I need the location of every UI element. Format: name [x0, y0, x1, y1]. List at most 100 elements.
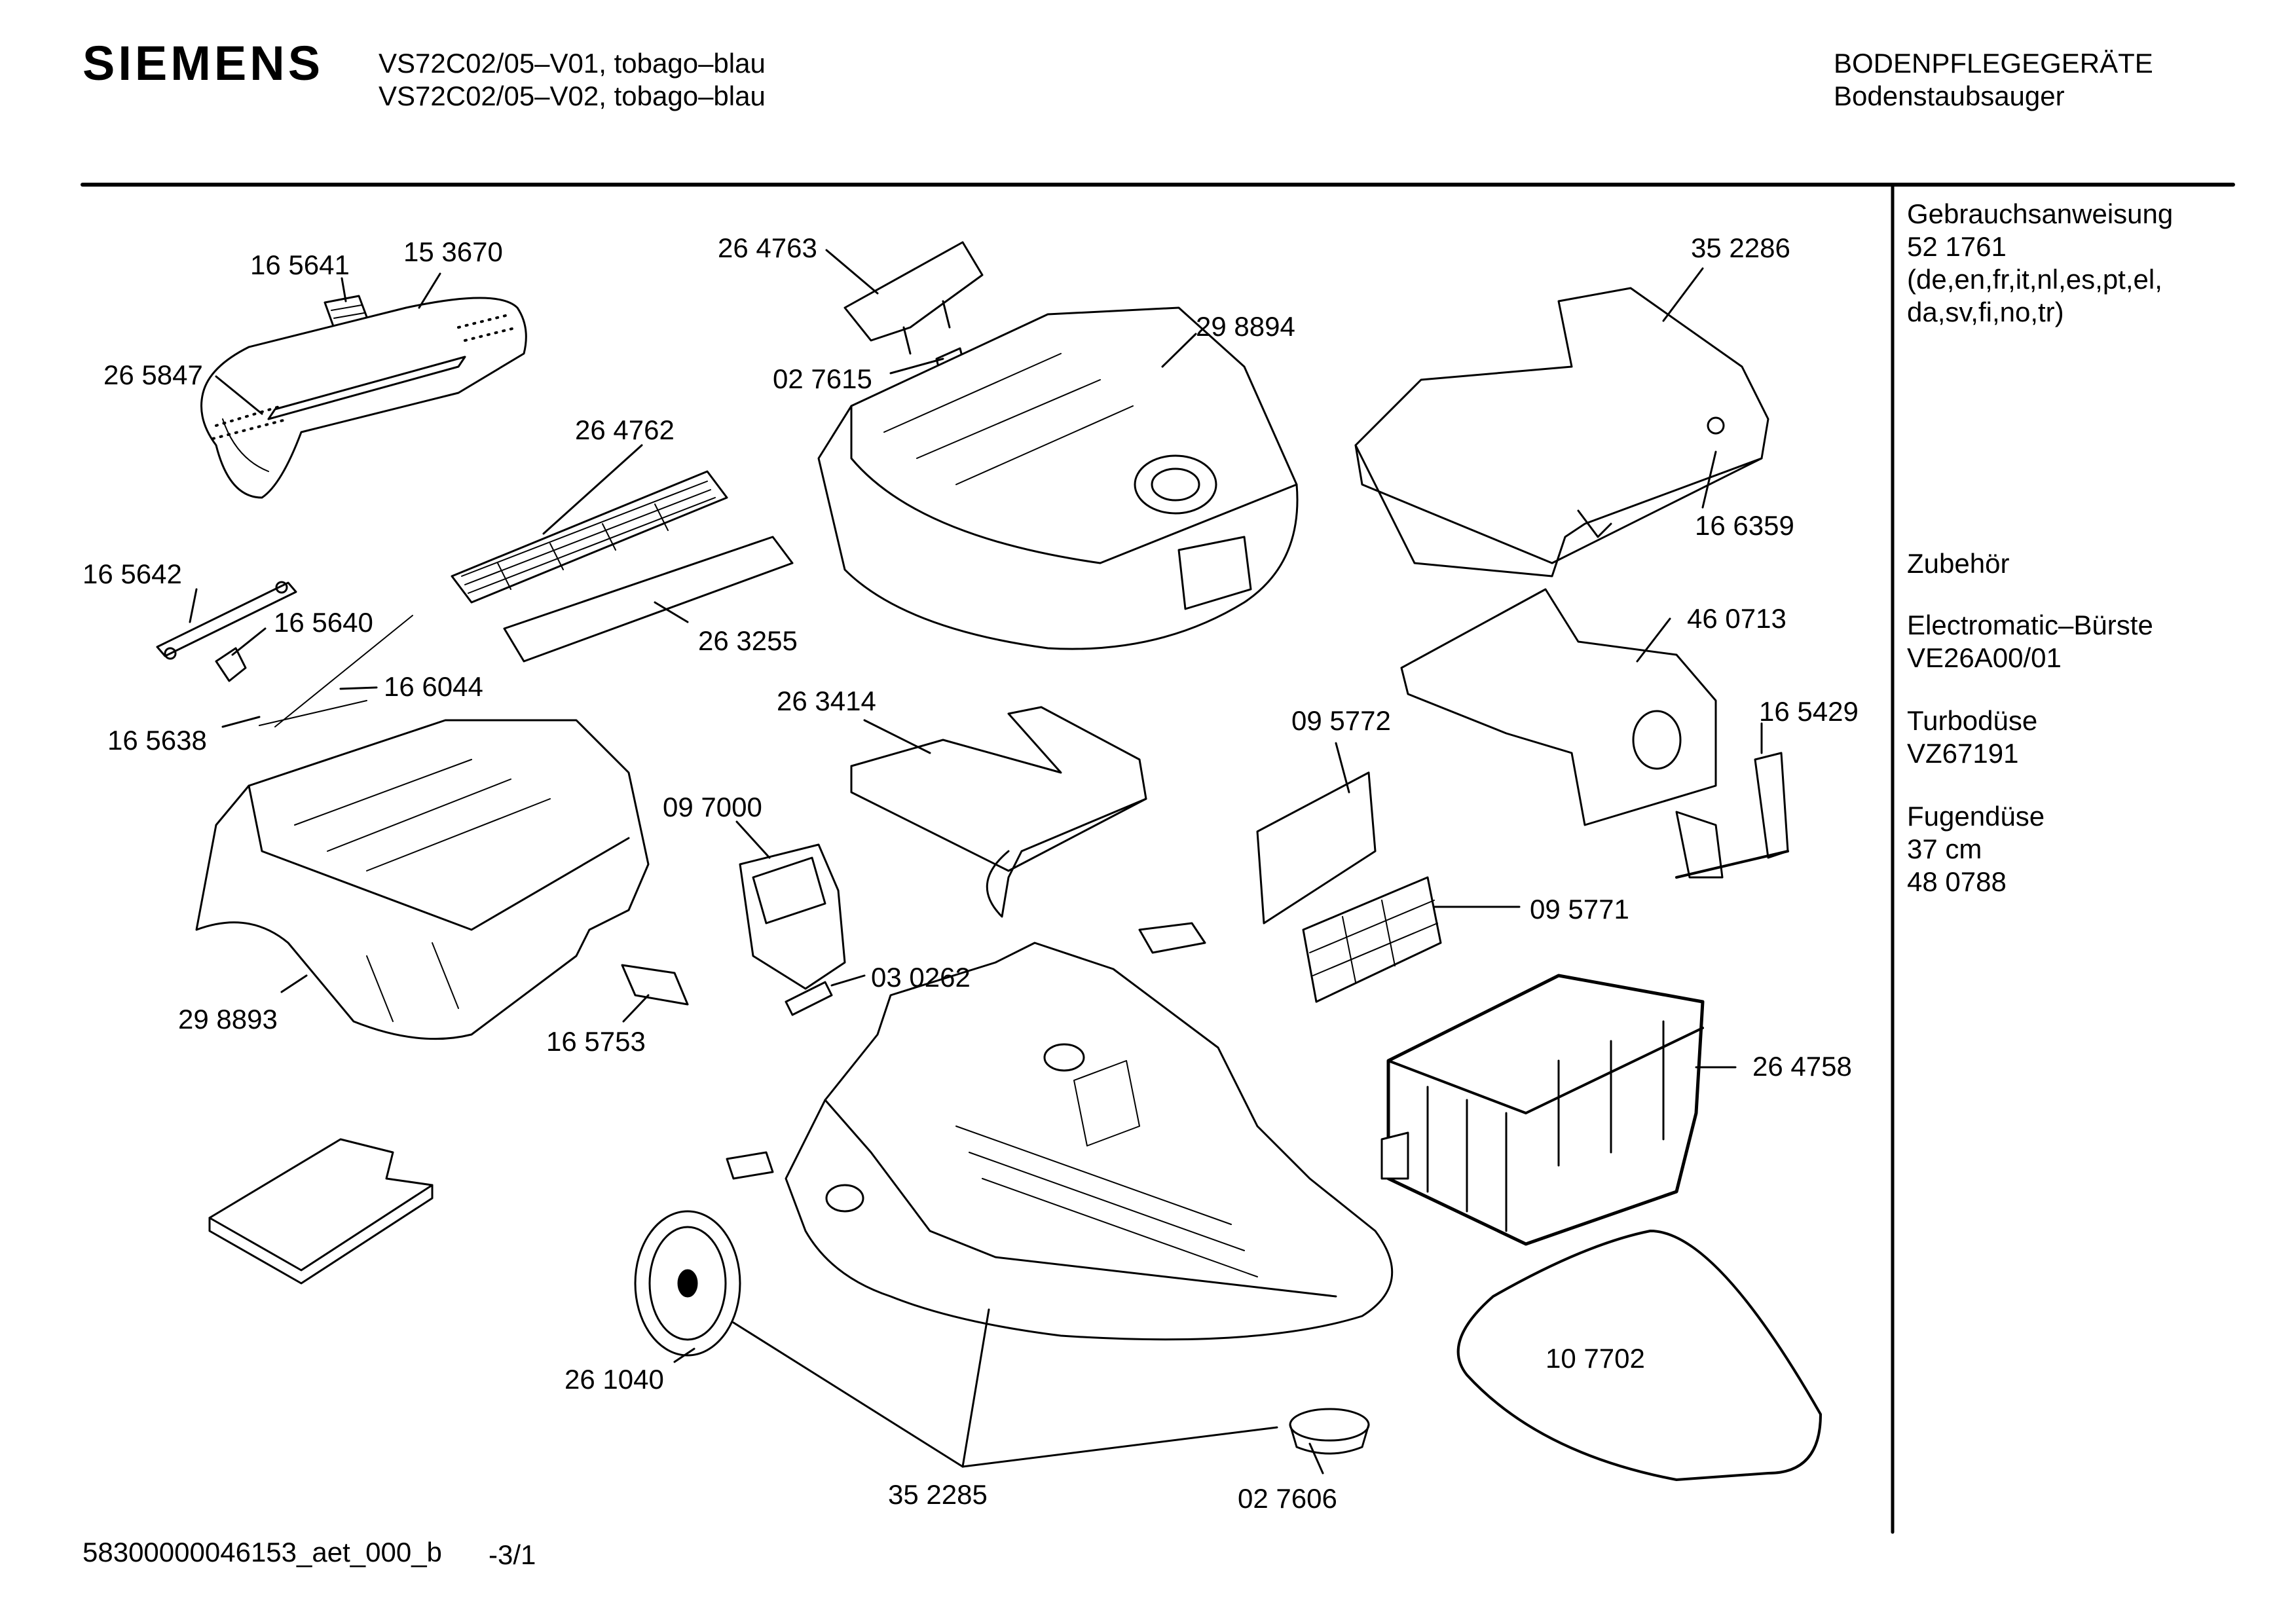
leader-165641 [341, 277, 347, 302]
part-label: 26 4758 [1752, 1051, 1852, 1082]
accessory-code: VZ67191 [1907, 738, 2019, 769]
leader-166044 [339, 686, 378, 690]
part-165638-drawing [259, 700, 367, 726]
model-line-2: VS72C02/05–V02, tobago–blau [379, 81, 766, 111]
manual-languages-2: da,sv,fi,no,tr) [1907, 297, 2064, 327]
part-460713-drawing [1400, 588, 1717, 826]
leader-166359 [1701, 450, 1717, 509]
leader-263255 [654, 601, 689, 623]
part-label: 10 7702 [1546, 1343, 1645, 1374]
part-264763-drawing [843, 241, 984, 355]
manual-number: 52 1761 [1907, 231, 2007, 262]
part-label: 09 5772 [1291, 705, 1391, 736]
part-label: 09 5771 [1530, 894, 1629, 925]
leader-165640 [231, 627, 267, 656]
accessory-name: Turbodüse [1907, 705, 2038, 736]
part-label: 16 5640 [274, 607, 373, 638]
leader-165753 [622, 994, 650, 1023]
manual-languages-1: (de,en,fr,it,nl,es,pt,el, [1907, 264, 2162, 295]
accessory-name: Fugendüse [1907, 801, 2045, 832]
accessory-code: 48 0788 [1907, 866, 2007, 897]
part-label: 46 0713 [1687, 603, 1787, 634]
part-label: 29 8894 [1196, 311, 1295, 342]
part-label: 26 5847 [103, 359, 203, 390]
part-label: 16 5753 [546, 1026, 646, 1057]
part-263255-drawing [503, 536, 794, 663]
part-label: 16 5429 [1759, 696, 1859, 727]
part-label: 02 7615 [773, 363, 872, 394]
leader-352285-body [961, 1308, 990, 1468]
part-label: 03 0262 [871, 962, 971, 993]
leader-165638 [221, 716, 261, 728]
part-165753-drawing [621, 964, 689, 1006]
leader-095772 [1335, 742, 1350, 794]
part-097000-drawing [739, 843, 846, 990]
accessory-code: VE26A00/01 [1907, 642, 2062, 673]
part-166044-drawing [274, 615, 413, 727]
small-block-drawing [726, 922, 1206, 1180]
leader-265847 [215, 375, 263, 415]
part-165642-drawing [156, 581, 297, 660]
document-id: 58300000046153_aet_000_b [83, 1537, 442, 1567]
part-label: 16 6044 [384, 671, 483, 702]
leader-352285-castor [961, 1426, 1278, 1468]
part-label: 26 4762 [575, 414, 675, 445]
leader-460713 [1636, 617, 1671, 663]
part-165640-drawing [215, 647, 247, 682]
base-pad-drawing [208, 1138, 434, 1285]
part-107702-drawing [1456, 1230, 1822, 1481]
leader-298894 [1161, 333, 1197, 368]
leader-lines [189, 249, 1763, 1475]
part-label: 35 2285 [888, 1479, 988, 1510]
leader-264762 [542, 444, 643, 535]
leader-027615 [889, 357, 944, 375]
part-label: 16 5642 [83, 559, 182, 589]
leader-298893 [280, 974, 308, 993]
part-352286-drawing [1354, 287, 1769, 577]
part-label: 09 7000 [663, 792, 762, 822]
part-095772-drawing [1256, 771, 1377, 925]
manual-title: Gebrauchsanweisung [1907, 198, 2174, 229]
part-label: 15 3670 [403, 236, 503, 267]
leader-097000 [735, 820, 771, 859]
leader-263414 [863, 719, 931, 754]
leader-027606 [1308, 1442, 1324, 1475]
part-label: 16 5638 [107, 725, 207, 756]
leader-165642 [189, 588, 198, 623]
part-030262-drawing [785, 981, 833, 1016]
accessories-title: Zubehör [1907, 548, 2010, 579]
part-298894-drawing [817, 306, 1299, 650]
part-264762-drawing [451, 470, 728, 604]
leader-352285-wheel [732, 1321, 964, 1468]
part-261040-drawing [634, 1210, 741, 1357]
subcategory-title: Bodenstaubsauger [1834, 81, 2065, 111]
part-label: 26 3414 [777, 686, 876, 716]
leader-261040 [673, 1347, 695, 1363]
part-027606-drawing [1289, 1408, 1370, 1455]
part-352285-drawing [785, 942, 1394, 1341]
category-title: BODENPFLEGEGERÄTE [1834, 48, 2153, 79]
part-label: 29 8893 [178, 1004, 278, 1035]
part-095771-drawing [1302, 876, 1442, 1003]
part-265847-drawing [200, 297, 527, 499]
part-label: 26 4763 [718, 232, 817, 263]
leader-030262 [830, 974, 866, 987]
part-label: 16 5641 [250, 249, 350, 280]
page-number: -3/1 [489, 1539, 536, 1570]
accessory-code: 37 cm [1907, 833, 1982, 864]
accessory-name: Electromatic–Bürste [1907, 610, 2153, 640]
part-264758-drawing [1380, 974, 1705, 1246]
part-263414-drawing [850, 706, 1147, 918]
part-label: 26 3255 [698, 625, 798, 656]
leader-264763 [825, 249, 879, 295]
part-label: 26 1040 [565, 1364, 664, 1395]
part-label: 35 2286 [1691, 232, 1790, 263]
leader-352286 [1662, 267, 1704, 322]
part-label: 02 7606 [1238, 1483, 1337, 1514]
part-298893-drawing [195, 719, 650, 1040]
part-label: 16 6359 [1695, 510, 1794, 541]
siemens-logo: SIEMENS [83, 36, 324, 90]
model-line-1: VS72C02/05–V01, tobago–blau [379, 48, 766, 79]
part-165429-drawing [1675, 752, 1789, 879]
